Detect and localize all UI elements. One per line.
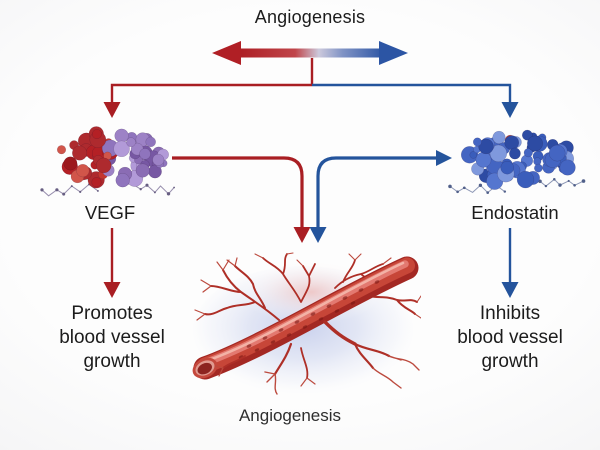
endostatin-label: Endostatin [471, 202, 559, 223]
branch-left-red [110, 83, 312, 103]
blood-vessel-illustration [192, 252, 421, 395]
endostatin-effect-text: Inhibits blood vessel growth [430, 302, 590, 374]
spectrum-arrow-right-head [379, 41, 408, 65]
branch-left-arrowhead [103, 102, 121, 118]
vegf-molecule-illustration [40, 126, 176, 197]
capillary-branches-front [214, 320, 420, 395]
vegf-effect-text: Promotes blood vessel growth [32, 302, 192, 374]
vessel-open-end [192, 357, 218, 379]
endostatin-effect-arrow [501, 228, 519, 298]
vegf-to-vessel-arrow [172, 156, 311, 243]
spectrum-arrow [212, 41, 408, 65]
endostatin-effect-line-3: growth [481, 351, 539, 372]
endostatin-arrow-down-head [309, 227, 327, 243]
vegf-effect-arrowhead [103, 282, 121, 298]
endostatin-effect-line-2: blood vessel [457, 327, 563, 348]
endostatin-effect-line-1: Inhibits [479, 303, 541, 324]
endostatin-molecule-illustration [448, 129, 586, 194]
vegf-effect-line-1: Promotes [71, 303, 153, 324]
endostatin-vessel-arrow [309, 150, 452, 243]
endostatin-arrow-right-head [436, 150, 452, 166]
vessel-caption: Angiogenesis [238, 406, 342, 425]
branch-right-arrowhead [501, 102, 519, 118]
endostatin-effect-arrowhead [501, 282, 519, 298]
vegf-effect-arrow [103, 228, 121, 298]
vegf-label: VEGF [84, 202, 136, 223]
branch-right-blue [312, 83, 512, 103]
capillary-branches-back [194, 252, 421, 321]
vessel-pores [238, 280, 380, 359]
branch-connector [103, 58, 519, 118]
spectrum-arrow-left-head [212, 41, 241, 65]
vegf-effect-line-2: blood vessel [59, 327, 165, 348]
vegf-effect-line-3: growth [83, 351, 141, 372]
main-vessel-tube [192, 256, 419, 380]
vegf-to-vessel-arrowhead [293, 227, 311, 243]
page-title: Angiogenesis [254, 7, 366, 27]
